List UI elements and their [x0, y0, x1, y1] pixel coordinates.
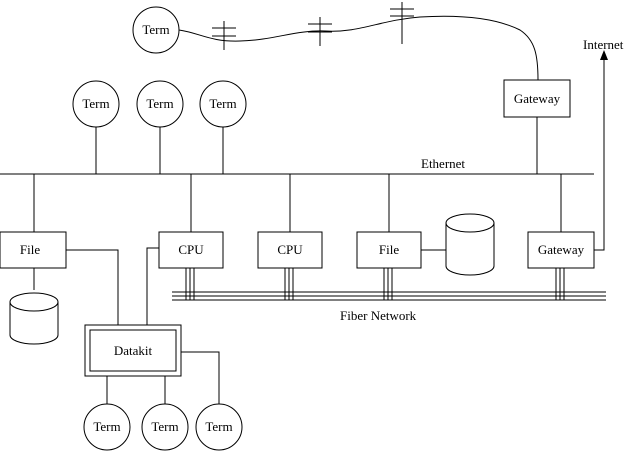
phone-pole-3	[390, 2, 414, 44]
gateway-top-label: Gateway	[514, 91, 561, 106]
phone-pole-1	[212, 21, 236, 50]
ethernet-label: Ethernet	[421, 156, 465, 171]
term-eth-2-label: Term	[146, 96, 173, 111]
term-remote-label: Term	[142, 22, 169, 37]
datakit-label: Datakit	[114, 343, 153, 358]
gateway-right-node	[527, 231, 595, 269]
internet-label: Internet	[583, 37, 624, 52]
file-right-label: File	[379, 242, 399, 257]
fiber-network-label: Fiber Network	[340, 308, 417, 323]
phone-line	[178, 15, 539, 81]
term-dk-3-node	[195, 403, 243, 451]
file-right-node	[356, 231, 422, 269]
cpu-2-label: CPU	[277, 242, 303, 257]
phone-pole-2	[308, 17, 332, 46]
term-eth-3-label: Term	[209, 96, 236, 111]
file-left-node	[0, 231, 67, 269]
term-dk-2-label: Term	[151, 419, 178, 434]
term-dk-3-label: Term	[205, 419, 232, 434]
internet-arrow-icon	[600, 50, 608, 60]
term-dk-1-label: Term	[93, 419, 120, 434]
file-left-label: File	[20, 242, 40, 257]
gateway-right-label: Gateway	[538, 242, 585, 257]
cpu-2-node	[257, 231, 323, 269]
disk-left-icon	[9, 292, 59, 345]
term-dk-1-node	[83, 403, 131, 451]
term-dk-2-node	[141, 403, 189, 451]
datakit-node	[89, 329, 177, 372]
cpu-1-label: CPU	[178, 242, 204, 257]
fiber-network-bus	[172, 291, 606, 301]
term-eth-1-label: Term	[82, 96, 109, 111]
internet-link	[594, 56, 605, 251]
cpu-1-node	[158, 231, 224, 269]
disk-right-icon	[445, 213, 495, 276]
